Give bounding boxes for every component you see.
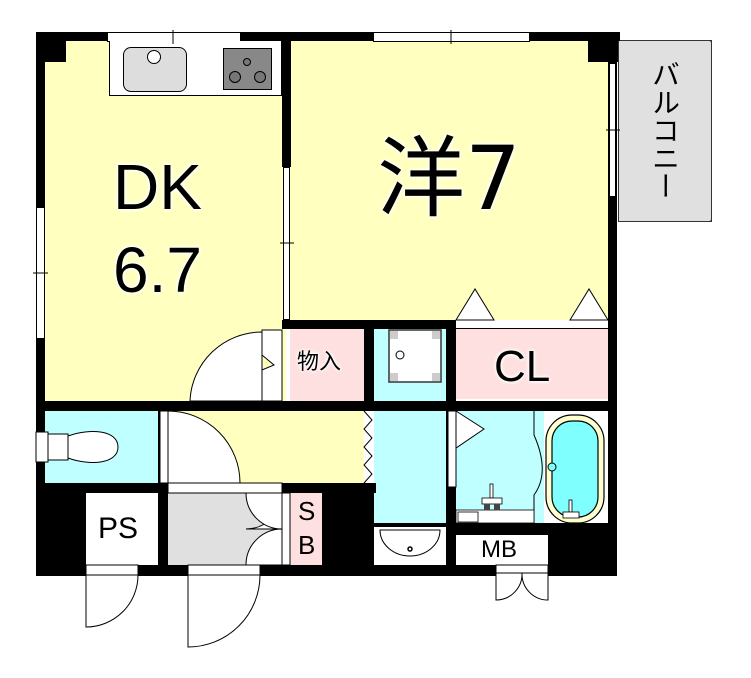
room-ps: [86, 493, 158, 565]
room-shoebox: [290, 493, 322, 565]
drain-icon: [395, 350, 405, 360]
ps-label: PS: [98, 512, 139, 545]
dk-door-swing-icon: [189, 331, 263, 402]
mb-door-left-icon: [495, 572, 523, 601]
shoebox-door-lower-icon: [245, 528, 283, 566]
wall-sb-right: [322, 483, 374, 573]
toilet-bowl-icon: [67, 431, 119, 463]
wall-dk-bottom: [36, 401, 616, 411]
bathroom-door-icon: [455, 410, 485, 449]
washroom-folding-door-icon: [363, 410, 373, 484]
closet-label: CL: [494, 342, 551, 391]
wall-top: [36, 32, 620, 41]
wall-mb-right: [548, 523, 616, 573]
mb-door-right-icon: [521, 572, 549, 601]
balcony-label: バルコニー: [648, 60, 681, 200]
wash-basin-icon: [379, 529, 441, 557]
gas-stove-icon: [223, 48, 272, 90]
entrance-step: [167, 482, 283, 494]
room-meter-box: [456, 535, 548, 565]
corner-tl: [36, 32, 66, 62]
closet-door-right-icon: [569, 288, 609, 321]
stove-burner-back-icon: [243, 58, 251, 66]
room-storage: [290, 329, 364, 401]
storage-door-hinge-icon: [261, 353, 275, 371]
room-closet: [456, 329, 608, 399]
room-western: [290, 40, 612, 322]
shoebox-door-upper-fill: [245, 492, 283, 530]
dk-room-label: DK: [113, 151, 202, 223]
wall-ps-entrance: [158, 483, 168, 573]
toilet-door-swing-icon: [167, 410, 241, 484]
ps-door-swing-icon: [85, 574, 139, 628]
wall-ps-block: [36, 483, 86, 573]
stove-burner-right-icon: [254, 71, 266, 83]
shower-faucet-icon: [489, 483, 494, 499]
western-room-label: 洋7: [377, 127, 521, 230]
meter-box-label: MB: [481, 536, 517, 563]
entrance-door-swing-icon: [187, 574, 261, 648]
wall-dk-western: [282, 32, 291, 167]
stove-burner-left-icon: [229, 71, 241, 83]
wall-right: [608, 32, 617, 576]
closet-rail: [456, 320, 608, 329]
balcony-inner-border: [618, 40, 712, 222]
closet-door-left-icon: [455, 288, 495, 321]
wall-washroom-bottom: [374, 523, 446, 527]
dk-size-label: 6.7: [113, 234, 202, 306]
sink-drain-icon: [147, 50, 161, 64]
corner-tr: [588, 32, 618, 62]
shoebox-label-b: B: [298, 530, 316, 560]
shoebox-label-s: S: [298, 496, 316, 526]
toilet-door-frame: [159, 410, 169, 484]
wall-storage-washroom: [364, 320, 374, 410]
storage-label: 物入: [297, 350, 342, 375]
